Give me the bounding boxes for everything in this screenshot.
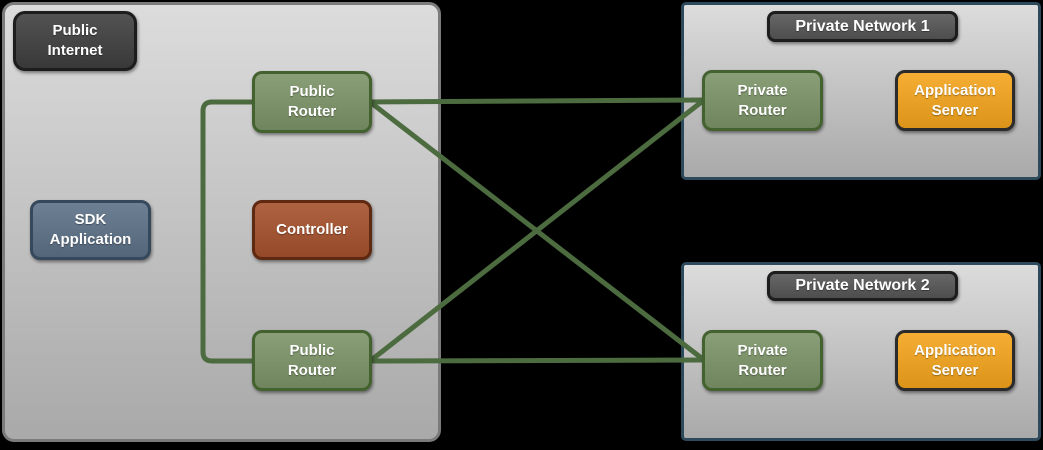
private-network-2-title: Private Network 2 (795, 277, 930, 294)
controller-node: Controller (252, 200, 372, 260)
public-internet-title-badge: Public Internet (13, 11, 137, 71)
public-router-bottom-label: Public Router (287, 341, 337, 379)
private-network-1-application-server-node: Application Server (895, 70, 1015, 131)
private-network-1-private-router-label: Private Router (737, 81, 788, 119)
private-network-2-application-server-label: Application Server (914, 341, 996, 379)
public-internet-title: Public Internet (47, 21, 103, 59)
sdk-application-node: SDK Application (30, 200, 151, 260)
private-network-1-title-badge: Private Network 1 (767, 11, 958, 42)
public-router-top-node: Public Router (252, 71, 372, 133)
public-router-bottom-node: Public Router (252, 330, 372, 391)
sdk-application-label: SDK Application (49, 211, 132, 248)
private-network-1-title: Private Network 1 (795, 17, 930, 35)
controller-label: Controller (276, 221, 348, 239)
private-network-2-private-router-node: Private Router (702, 330, 823, 391)
public-router-top-label: Public Router (287, 83, 337, 120)
private-network-1-private-router-node: Private Router (702, 70, 823, 131)
private-network-2-title-badge: Private Network 2 (767, 271, 958, 301)
private-network-1-application-server-label: Application Server (914, 81, 996, 119)
private-network-2-application-server-node: Application Server (895, 330, 1015, 391)
private-network-2-private-router-label: Private Router (737, 341, 788, 379)
